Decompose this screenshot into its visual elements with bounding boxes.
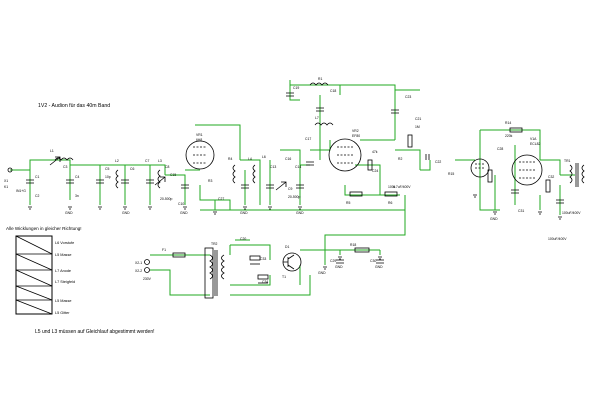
label-c23: C23 (405, 95, 411, 99)
gnd-label-5: GND (296, 211, 304, 215)
label-l3: L3 (158, 159, 162, 163)
label-c9: C9 (288, 187, 292, 191)
label-v6: 20-500p (160, 197, 173, 201)
label-c13: C13 (270, 165, 276, 169)
winding-title: Alle Wicklungen in gleicher Richtung! (6, 226, 82, 231)
gleichlauf-note: L5 und L3 müssen auf Gleichlauf abgestim… (35, 329, 155, 335)
label-c15: C15 (170, 173, 176, 177)
component-labels: X1 K1 IN1+G C1 C2 L1 C3 C4 3n C5 10p L2 … (4, 77, 581, 284)
ground-symbols (28, 194, 562, 270)
label-v17: 100uF/400V (562, 211, 581, 215)
label-x3: X2-2 (135, 269, 142, 273)
label-v18: 100uF/400V (548, 237, 567, 241)
winding-label-4: L7 Steigfeld (55, 280, 75, 284)
label-l6: L6 (262, 155, 266, 159)
label-c14: C14 (295, 165, 301, 169)
label-r18: R18 (350, 243, 356, 247)
winding-label-2: L5 Masse (55, 253, 71, 257)
label-v1a-type: ECL82 (530, 142, 540, 146)
label-t1: T1 (282, 275, 286, 279)
wiring (10, 80, 575, 296)
label-v3: 3n (75, 194, 79, 198)
label-r4: R4 (228, 157, 232, 161)
label-c7: C7 (145, 159, 149, 163)
label-r5: R5 (346, 201, 350, 205)
label-r6: R6 (388, 201, 392, 205)
label-v13: 220k (505, 134, 513, 138)
gnd-label-4: GND (240, 211, 248, 215)
label-r2: R2 (398, 157, 402, 161)
gnd-label-3: GND (180, 211, 188, 215)
label-d1: D1 (285, 245, 289, 249)
label-c27: C27 (218, 197, 224, 201)
label-v1a: V1A (530, 137, 537, 141)
label-v11: 47k (372, 150, 378, 154)
label-l2: L2 (115, 159, 119, 163)
components (7, 82, 585, 299)
label-l4: L4 (248, 157, 252, 161)
label-c6: C6 (130, 167, 134, 171)
label-x1: X1 (4, 179, 8, 183)
winding-label-3: L7 Anode (55, 269, 71, 273)
label-c17: C17 (305, 137, 311, 141)
label-c18: C18 (330, 89, 336, 93)
label-c10: C10 (178, 202, 184, 206)
label-c20: C20 (240, 237, 246, 241)
label-k1: K1 (4, 185, 8, 189)
label-r15: R15 (448, 172, 454, 176)
label-v16: 4.7uF/400V (393, 185, 411, 189)
label-v12: 1M (415, 125, 420, 129)
label-v7: 20-500p (288, 195, 301, 199)
label-r3: R3 (208, 179, 212, 183)
label-c34: C34 (262, 280, 268, 284)
winding-label-6: L5 Gitter (55, 311, 70, 315)
label-c24: C24 (372, 169, 378, 173)
gnd-label-2: GND (122, 211, 130, 215)
label-c29: C29 (330, 259, 336, 263)
label-c4: C4 (75, 175, 79, 179)
winding-label-1: L6 Vorstufe (55, 241, 74, 245)
label-c30: C30 (370, 259, 376, 263)
label-v14: 100k (388, 185, 396, 189)
winding-label-5: L5 Masse (55, 299, 71, 303)
label-c1: C1 (35, 175, 39, 179)
title-text: 1V2 - Audion für das 40m Band (38, 103, 110, 109)
label-c3: C3 (63, 165, 67, 169)
label-l7: L7 (315, 116, 319, 120)
label-c32: C32 (548, 175, 554, 179)
label-c16: C16 (285, 157, 291, 161)
gnd-label-8: GND (375, 265, 383, 269)
label-c5: C5 (105, 167, 109, 171)
label-x2: X2-1 (135, 261, 142, 265)
label-vr1: VR1 (196, 133, 203, 137)
gnd-label-7: GND (335, 265, 343, 269)
label-v5: 10p (105, 175, 111, 179)
label-c2: C2 (35, 194, 39, 198)
label-r1: R1 (318, 77, 322, 81)
label-tr2: TR2 (211, 242, 218, 246)
label-c28: C28 (497, 147, 503, 151)
gnd-label-9: GND (318, 271, 326, 275)
label-f1: F1 (162, 248, 166, 252)
label-r14: R14 (505, 121, 511, 125)
label-l1: L1 (50, 149, 54, 153)
label-c33: C33 (260, 257, 266, 261)
winding-diagram: Alle Wicklungen in gleicher Richtung! L6… (6, 226, 82, 315)
label-c19: C19 (293, 86, 299, 90)
gnd-label-6: GND (490, 217, 498, 221)
label-vr2-type: EF80 (352, 134, 360, 138)
label-vr1-type: 6H8 (196, 138, 202, 142)
gnd-label-1: GND (65, 211, 73, 215)
label-c21: C21 (415, 117, 421, 121)
label-c22: C22 (435, 160, 441, 164)
label-c8: C8 (165, 165, 169, 169)
label-c31: C31 (518, 209, 524, 213)
label-tr1: TR1 (564, 159, 571, 163)
label-in: IN1+G (16, 189, 26, 193)
label-vr2: VR2 (352, 129, 359, 133)
label-x2v: 230V (143, 277, 152, 281)
